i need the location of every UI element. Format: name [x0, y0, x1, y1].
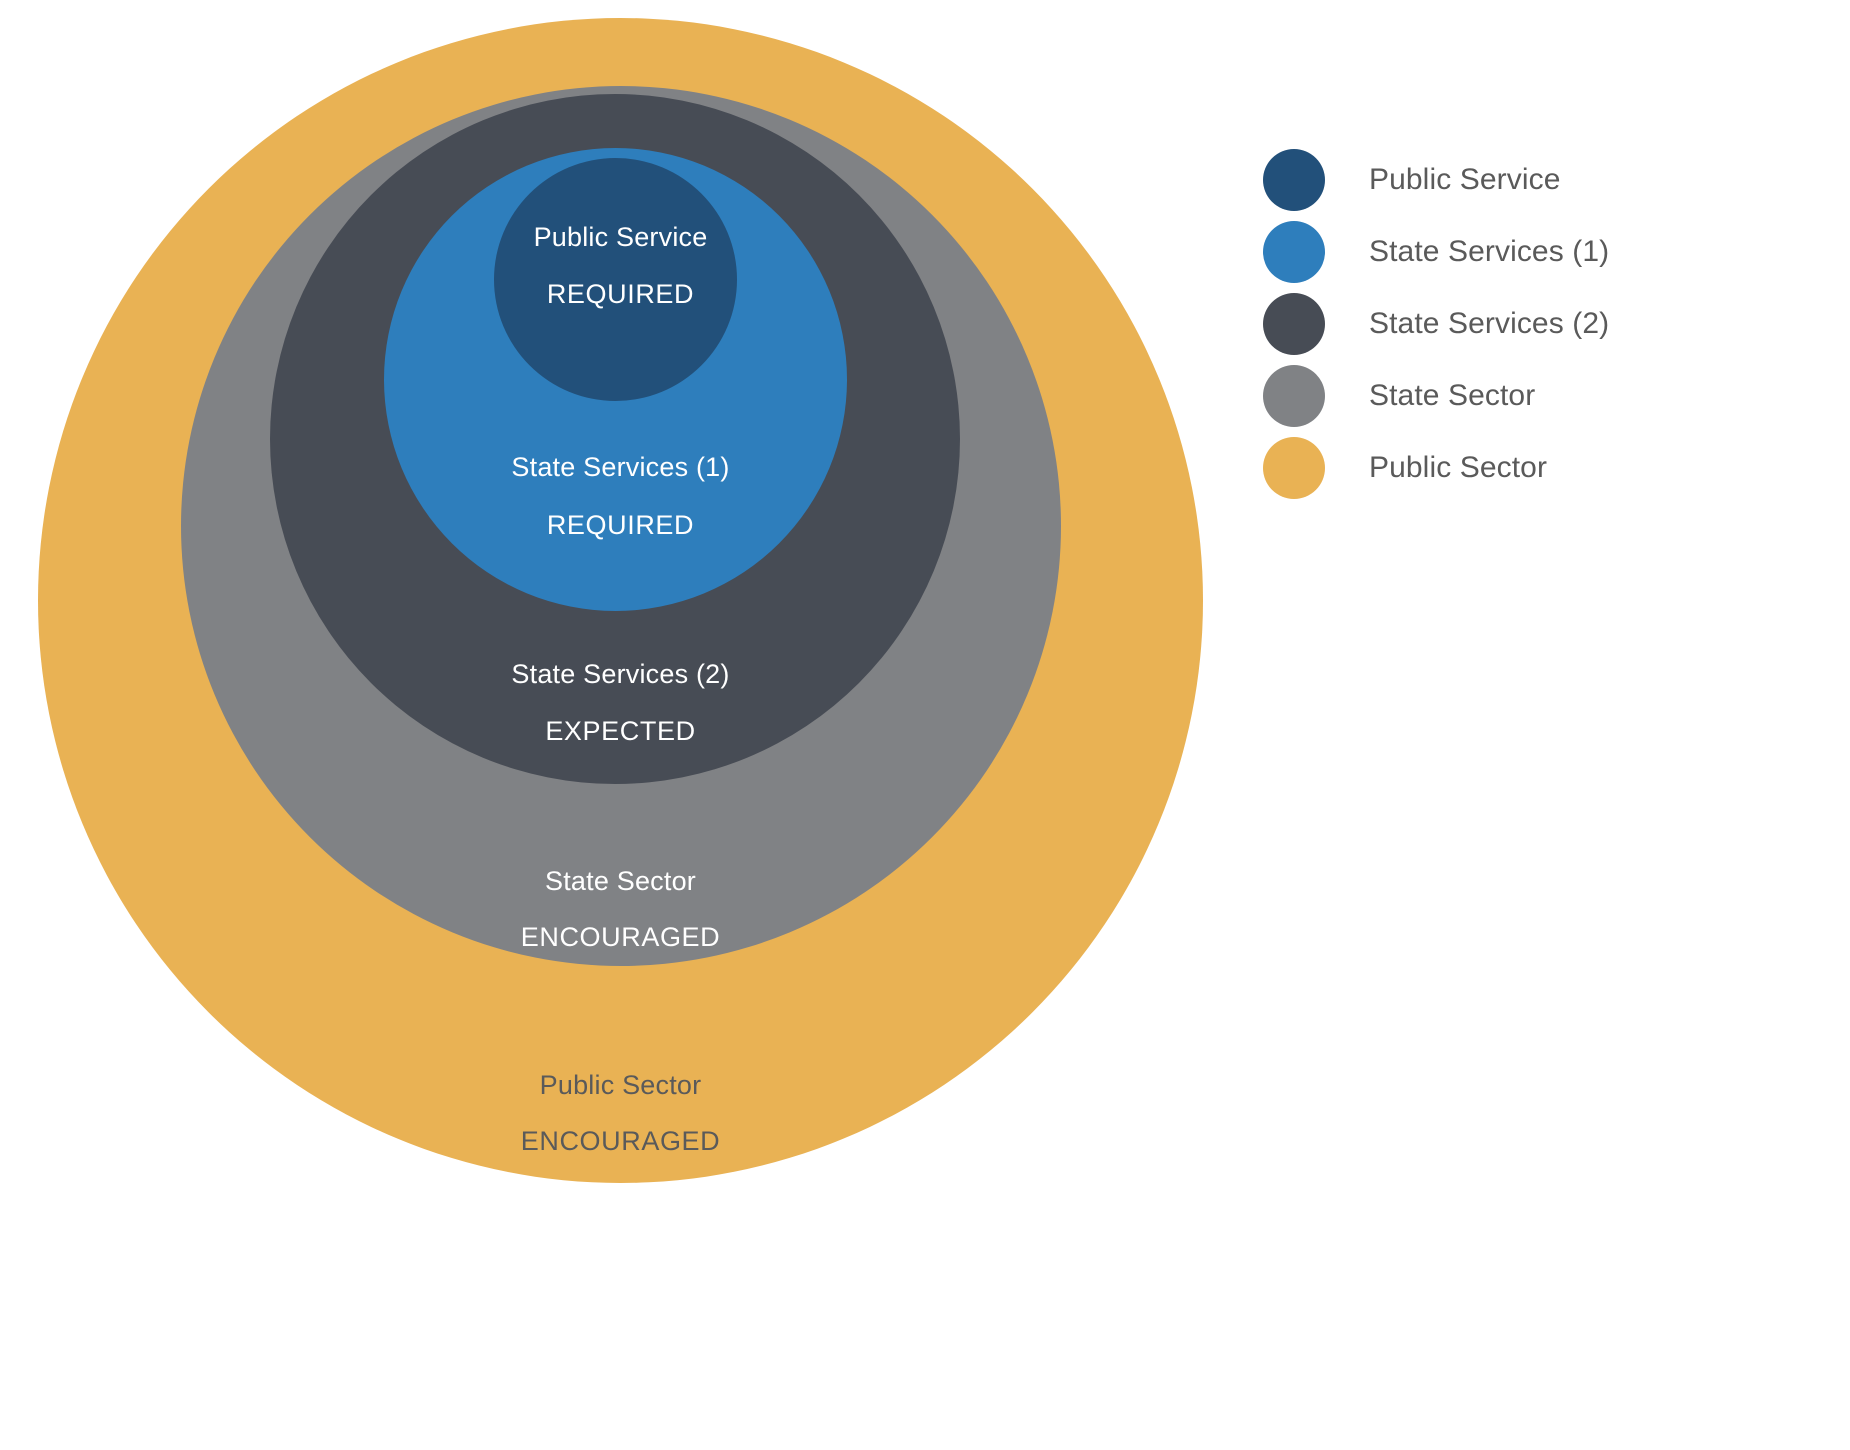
legend-swatch-icon [1263, 292, 1325, 355]
legend-item-state-sector[interactable]: State Sector [1263, 362, 1823, 429]
legend-item-label: State Services (1) [1369, 234, 1610, 268]
legend-item-label: Public Service [1369, 162, 1561, 196]
legend: Public Service State Services (1) State … [1263, 146, 1823, 506]
ring-public-service[interactable] [494, 158, 737, 401]
legend-item-label: State Sector [1369, 378, 1536, 412]
legend-item-state-services-2[interactable]: State Services (2) [1263, 290, 1823, 357]
legend-swatch-icon [1263, 148, 1325, 211]
legend-item-public-service[interactable]: Public Service [1263, 146, 1823, 213]
legend-item-label: Public Sector [1369, 450, 1548, 484]
legend-item-public-sector[interactable]: Public Sector [1263, 434, 1823, 501]
legend-swatch-icon [1263, 364, 1325, 427]
legend-item-label: State Services (2) [1369, 306, 1610, 340]
legend-item-state-services-1[interactable]: State Services (1) [1263, 218, 1823, 285]
legend-swatch-icon [1263, 220, 1325, 283]
legend-swatch-icon [1263, 436, 1325, 499]
